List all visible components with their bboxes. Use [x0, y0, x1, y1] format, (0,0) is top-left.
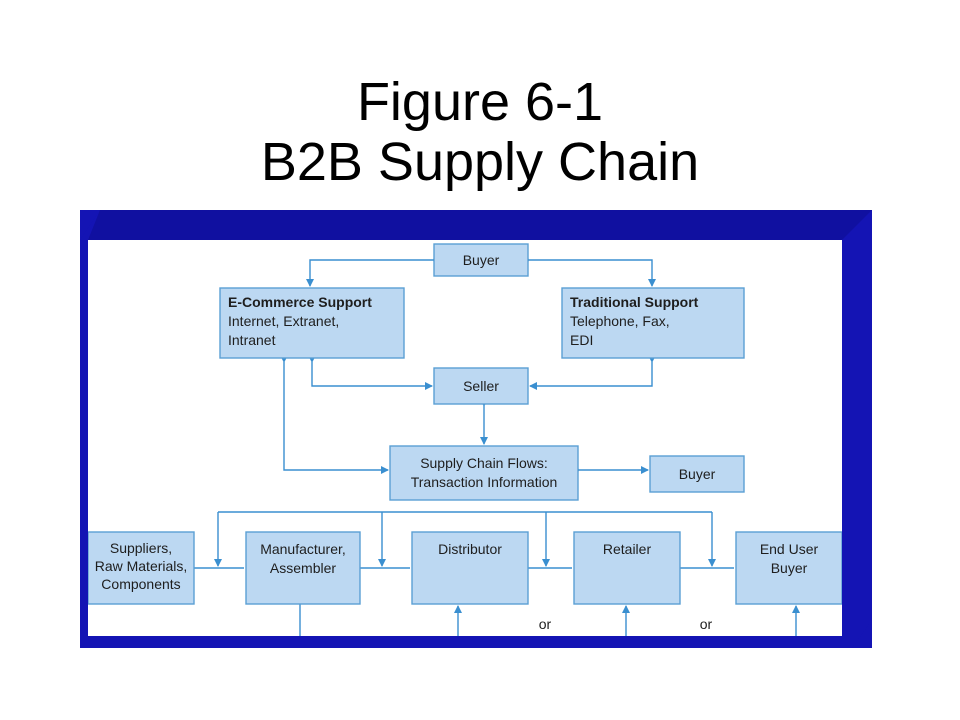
ecommerce-line-1: Internet, Extranet,: [228, 313, 339, 329]
enduser-line-1: End User: [760, 541, 819, 557]
buyer-right-box: Buyer: [649, 455, 745, 493]
buyer-right-label: Buyer: [679, 466, 716, 482]
manufacturer-line-1: Manufacturer,: [260, 541, 346, 557]
title-line-2: B2B Supply Chain: [260, 132, 700, 192]
supply-chain-flows-box: Supply Chain Flows: Transaction Informat…: [389, 445, 579, 501]
distributor-label: Distributor: [438, 541, 502, 557]
retailer-label: Retailer: [603, 541, 652, 557]
suppliers-line-3: Components: [101, 576, 180, 592]
or-label-right: or: [700, 616, 713, 632]
distributor-box: Distributor: [411, 531, 529, 605]
suppliers-line-2: Raw Materials,: [95, 558, 188, 574]
connector-lines: [194, 256, 800, 636]
traditional-heading: Traditional Support: [570, 294, 699, 310]
retailer-box: Retailer: [573, 531, 681, 605]
traditional-support-box: Traditional Support Telephone, Fax, EDI: [561, 287, 745, 359]
flows-line-2: Transaction Information: [411, 474, 558, 490]
title-line-1: Figure 6-1: [356, 72, 604, 132]
buyer-top-label: Buyer: [463, 252, 500, 268]
seller-label: Seller: [463, 378, 499, 394]
manufacturer-box: Manufacturer, Assembler: [245, 531, 361, 605]
or-label-left: or: [539, 616, 552, 632]
ecommerce-heading: E-Commerce Support: [228, 294, 372, 310]
enduser-line-2: Buyer: [771, 560, 808, 576]
traditional-line-2: EDI: [570, 332, 593, 348]
ecommerce-line-2: Intranet: [228, 332, 276, 348]
ecommerce-support-box: E-Commerce Support Internet, Extranet, I…: [219, 287, 405, 359]
seller-box: Seller: [433, 367, 529, 405]
buyer-top-box: Buyer: [433, 243, 529, 277]
diagram-svg: Buyer E-Commerce Support Internet, Extra…: [87, 243, 843, 636]
traditional-line-1: Telephone, Fax,: [570, 313, 670, 329]
flows-line-1: Supply Chain Flows:: [420, 455, 548, 471]
suppliers-line-1: Suppliers,: [110, 540, 172, 556]
end-user-buyer-box: End User Buyer: [735, 531, 843, 605]
slide-title: Figure 6-1 B2B Supply Chain: [0, 72, 960, 192]
suppliers-box: Suppliers, Raw Materials, Components: [87, 531, 195, 605]
manufacturer-line-2: Assembler: [270, 560, 336, 576]
diagram-canvas: Buyer E-Commerce Support Internet, Extra…: [87, 240, 843, 636]
